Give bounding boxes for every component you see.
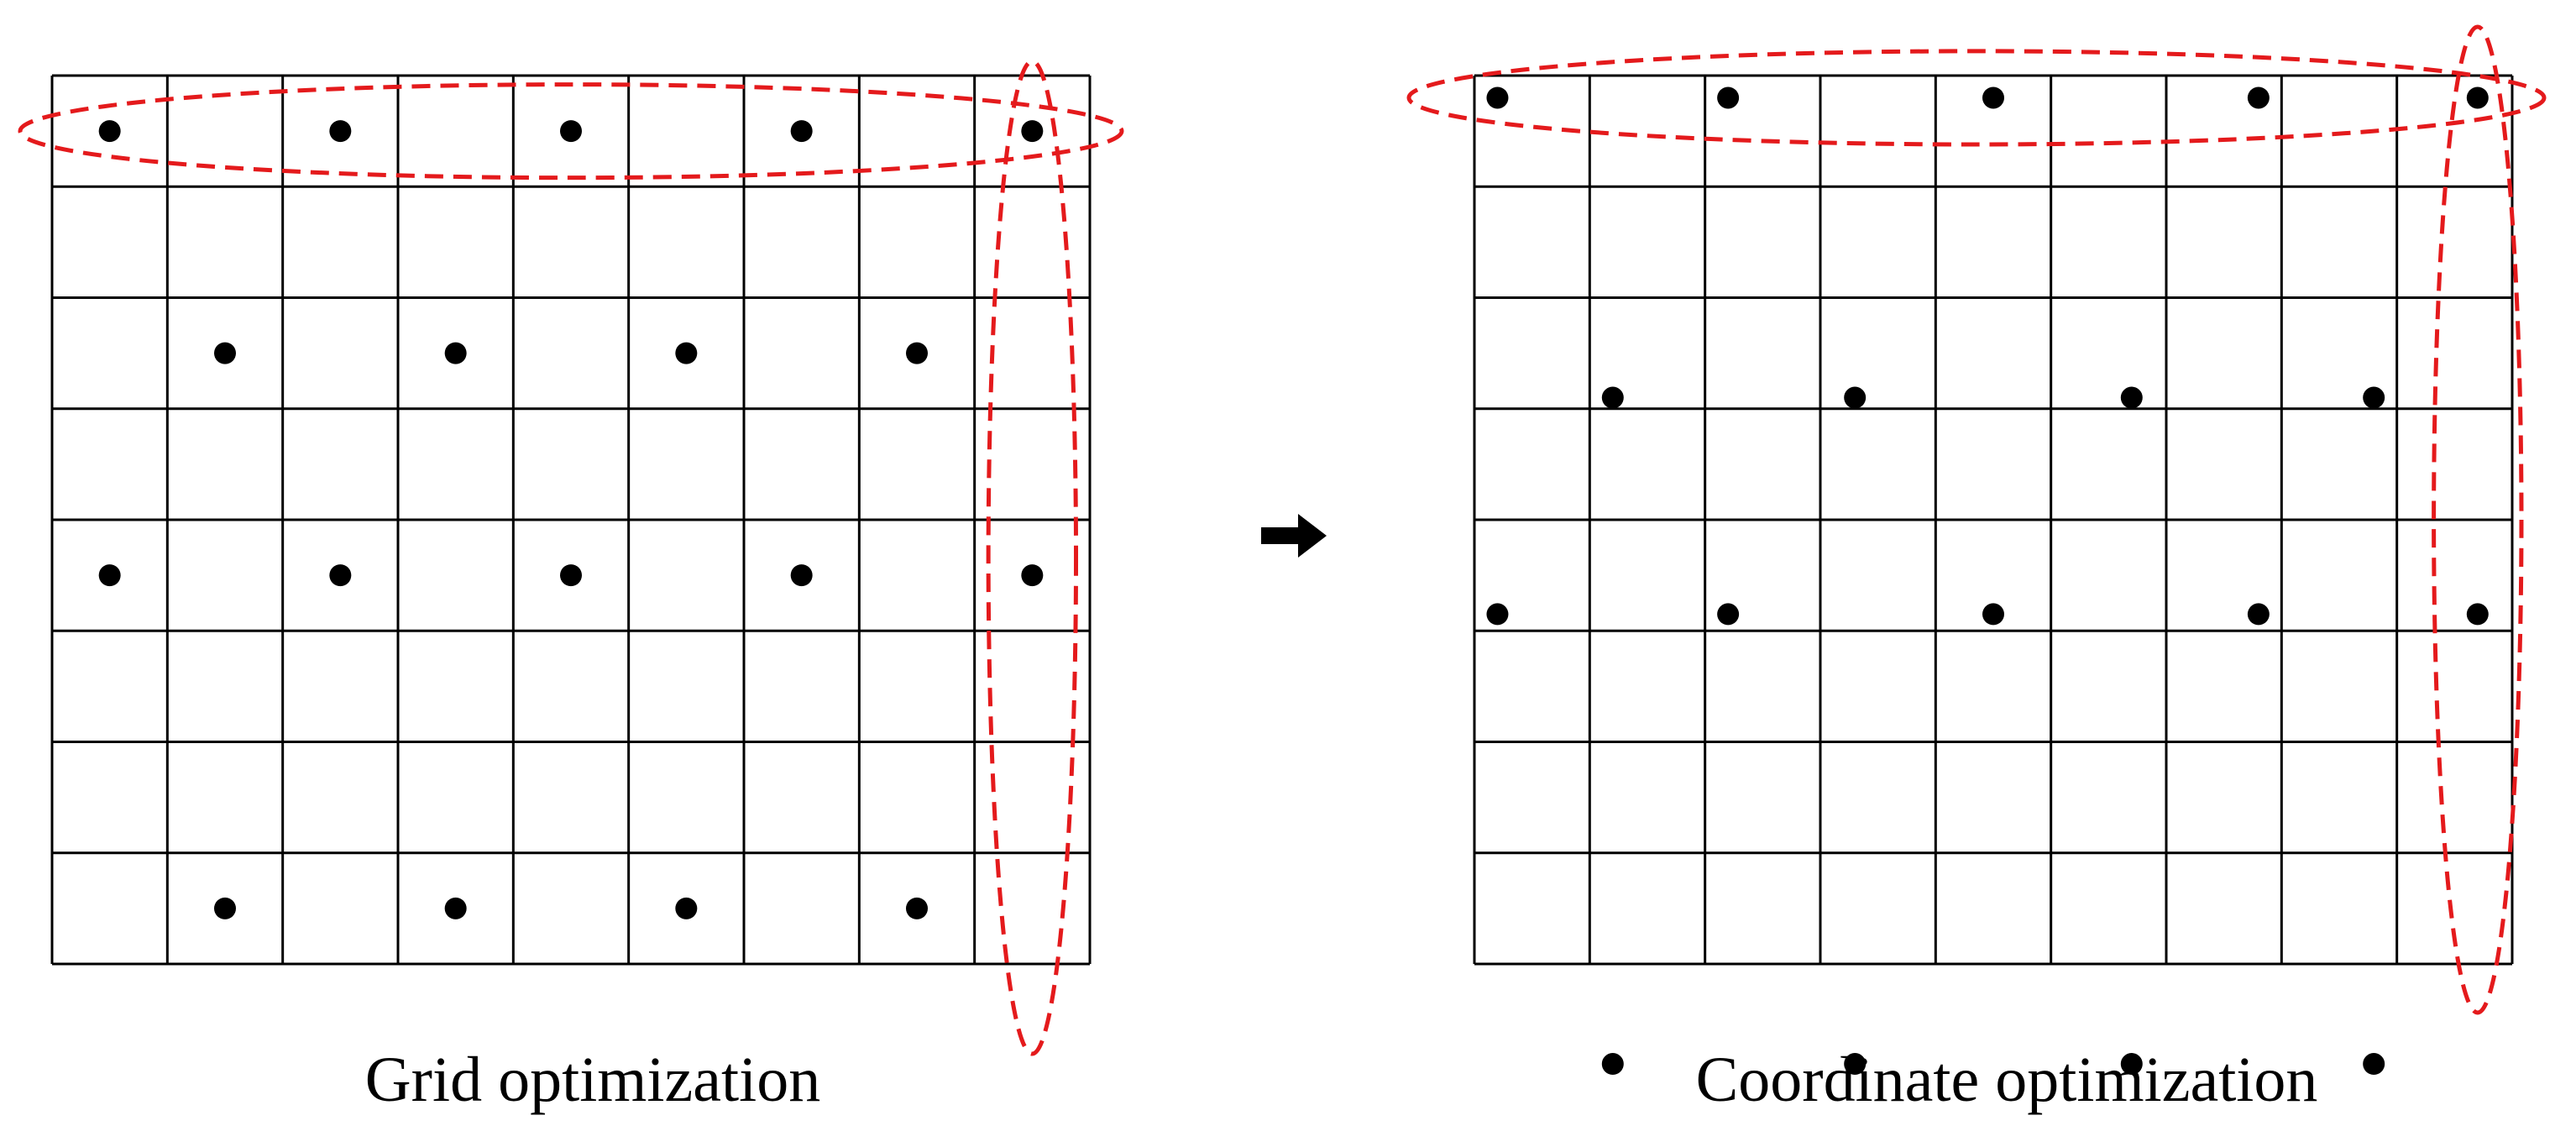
sample-point	[1601, 1053, 1624, 1076]
grid-optimization-caption: Grid optimization	[364, 1045, 821, 1115]
sample-point	[444, 897, 467, 919]
sample-point	[2247, 86, 2270, 109]
sample-point	[1601, 386, 1624, 409]
sample-point	[1486, 603, 1509, 626]
coordinate-optimization-caption: Coordinate optimization	[1695, 1045, 2318, 1115]
sample-point	[1486, 86, 1509, 109]
right-column-highlight	[2432, 24, 2524, 1015]
sample-point	[98, 120, 121, 143]
right-arrow-icon	[1261, 514, 1327, 558]
sample-point	[1982, 603, 2004, 626]
sample-point	[1844, 386, 1867, 409]
sample-point	[906, 342, 928, 364]
sample-point	[2466, 86, 2489, 109]
sample-point	[906, 897, 928, 919]
sample-point	[444, 342, 467, 364]
sample-point	[1844, 1053, 1867, 1076]
sample-point	[2466, 603, 2489, 626]
sample-point	[2363, 1053, 2385, 1076]
sample-point	[329, 564, 352, 587]
sample-point	[560, 564, 582, 587]
sample-point	[1021, 120, 1044, 143]
sample-point	[1717, 603, 1740, 626]
sample-point	[675, 897, 698, 919]
sample-point	[2120, 386, 2143, 409]
right-column-highlight	[986, 59, 1079, 1056]
sample-point	[560, 120, 582, 143]
sample-point	[214, 897, 236, 919]
sample-point	[2247, 603, 2270, 626]
top-row-highlight	[18, 82, 1124, 181]
sample-point	[790, 120, 813, 143]
sample-point	[675, 342, 698, 364]
sample-point	[214, 342, 236, 364]
sample-point	[1982, 86, 2004, 109]
grid-optimization-panel	[18, 59, 1124, 1056]
top-row-highlight	[1406, 49, 2547, 147]
sample-point	[1717, 86, 1740, 109]
coordinate-optimization-panel	[1406, 24, 2547, 1076]
sample-point	[329, 120, 352, 143]
sample-point	[98, 564, 121, 587]
sample-point	[1021, 564, 1044, 587]
sample-point	[2363, 386, 2385, 409]
sample-point	[2120, 1053, 2143, 1076]
sample-point	[790, 564, 813, 587]
